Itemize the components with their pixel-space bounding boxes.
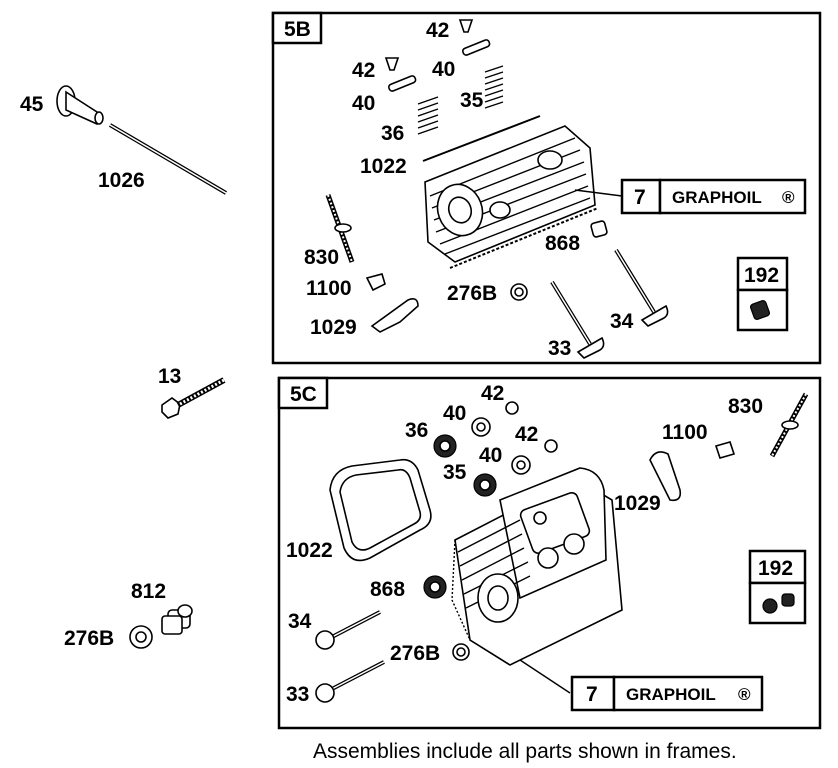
part-276b-washer-5b — [510, 283, 528, 301]
frame-5c-part-1100-label: 1100 — [662, 421, 708, 444]
kit-192-box-5b — [736, 256, 789, 332]
graphoil-5c-number: 7 — [586, 683, 598, 706]
part-13-drawing — [161, 377, 226, 419]
part-812-drawing — [161, 604, 193, 635]
part-36-spring-5c — [433, 434, 457, 458]
part-276b-drawing — [129, 625, 153, 649]
cylinder-head-5c — [451, 467, 623, 666]
part-1029-rocker-5b — [370, 298, 419, 333]
frame-5b-label: 5B — [284, 18, 311, 41]
graphoil-5b-number: 7 — [634, 186, 646, 209]
part-36-spring — [417, 96, 439, 135]
frame-5b-part-1100-label: 1100 — [306, 277, 352, 300]
graphoil-5c-mark: ® — [738, 685, 751, 704]
frame-5c-tag — [277, 376, 329, 410]
part-40-retainer-upper — [462, 39, 491, 56]
part-33-valve-5b — [550, 280, 605, 359]
part-40-retainer-5c-b — [511, 455, 531, 475]
cylinder-head-5b — [424, 125, 599, 269]
part-40-retainer-5c-a — [471, 417, 491, 437]
frame-5c-part-42-label-a: 42 — [481, 382, 504, 405]
frame-5c-part-276b-label: 276B — [390, 642, 440, 665]
frame-5c-part-33-label: 33 — [286, 683, 309, 706]
part-276b-label: 276B — [64, 627, 114, 650]
part-34-valve-5c — [315, 610, 381, 650]
part-34-valve-5b — [614, 248, 669, 327]
graphoil-5c-name: GRAPHOIL — [626, 685, 716, 704]
frame-5c-part-830-label: 830 — [728, 395, 763, 418]
frame-5b-part-36-label: 36 — [381, 122, 404, 145]
frame-5b-part-33-label: 33 — [548, 337, 571, 360]
part-45-drawing — [56, 85, 104, 125]
frame-5c-part-35-label: 35 — [443, 461, 467, 484]
graphoil-5b-name: GRAPHOIL — [672, 188, 762, 207]
part-1022-gasket-5b — [422, 115, 541, 162]
part-830-stud-5b — [325, 194, 355, 263]
frame-5c-part-1029-label: 1029 — [614, 492, 661, 515]
part-868-seal-5b — [590, 220, 608, 238]
frame-5b-part-40-label-b: 40 — [352, 92, 375, 115]
frame-5c-part-1022-label: 1022 — [286, 539, 333, 562]
part-42-keeper-5c-a — [505, 401, 519, 415]
frame-5b-part-276b-label: 276B — [447, 282, 497, 305]
frame-5b-part-34-label: 34 — [610, 310, 634, 333]
graphoil-5b-mark: ® — [782, 188, 795, 207]
kit-192-5b-number: 192 — [744, 264, 779, 287]
frame-5b-part-1029-label: 1029 — [310, 316, 357, 339]
part-35-spring-5c — [473, 473, 497, 497]
part-276b-washer-5c — [452, 643, 470, 661]
part-830-stud-5c — [769, 392, 809, 458]
frame-5b-part-35-label: 35 — [460, 89, 484, 112]
part-1029-rocker-5c — [649, 451, 682, 502]
frame-5c-part-36-label: 36 — [405, 419, 428, 442]
part-1026-label: 1026 — [98, 169, 145, 192]
part-1100-5c — [714, 441, 736, 459]
frame-5c-label: 5C — [290, 383, 317, 406]
frame-5b-part-868-label: 868 — [545, 232, 580, 255]
graphoil-5b-leader — [574, 189, 623, 197]
frame-5c-part-40-label-b: 40 — [479, 444, 502, 467]
part-42-keeper-upper — [458, 19, 474, 33]
frame-5c-part-868-label: 868 — [370, 578, 405, 601]
part-812-label: 812 — [131, 580, 166, 603]
part-1022-gasket-5c — [329, 458, 432, 562]
frame-5c-part-42-label-b: 42 — [515, 423, 538, 446]
part-33-valve-5c — [315, 660, 385, 703]
frame-5c-part-34-label: 34 — [288, 610, 312, 633]
part-40-retainer-lower — [388, 75, 417, 92]
kit-192-5c-number: 192 — [758, 557, 793, 580]
footer-note: Assemblies include all parts shown in fr… — [313, 740, 737, 763]
frame-5b-part-42-label-a: 42 — [426, 19, 449, 42]
part-1100-5b — [365, 273, 386, 292]
part-45-label: 45 — [20, 93, 44, 116]
frame-5b-part-830-label: 830 — [304, 246, 339, 269]
kit-192-box-5c — [748, 549, 807, 625]
graphoil-5c-leader — [519, 659, 571, 694]
part-1026-drawing — [108, 123, 228, 195]
graphoil-callout-5b — [620, 178, 807, 215]
part-42-keeper-5c-b — [544, 439, 558, 453]
part-13-label: 13 — [158, 365, 181, 388]
frame-5c-part-40-label-a: 40 — [443, 402, 466, 425]
frame-5b-part-1022-label: 1022 — [360, 155, 407, 178]
part-868-seal-5c — [423, 575, 447, 599]
part-42-keeper-lower — [384, 57, 400, 71]
graphoil-callout-5c — [570, 675, 764, 712]
frame-5b-part-42-label-b: 42 — [352, 59, 375, 82]
frame-5b-part-40-label-a: 40 — [432, 58, 455, 81]
part-35-spring — [484, 65, 504, 109]
frame-5b-tag — [271, 11, 323, 45]
